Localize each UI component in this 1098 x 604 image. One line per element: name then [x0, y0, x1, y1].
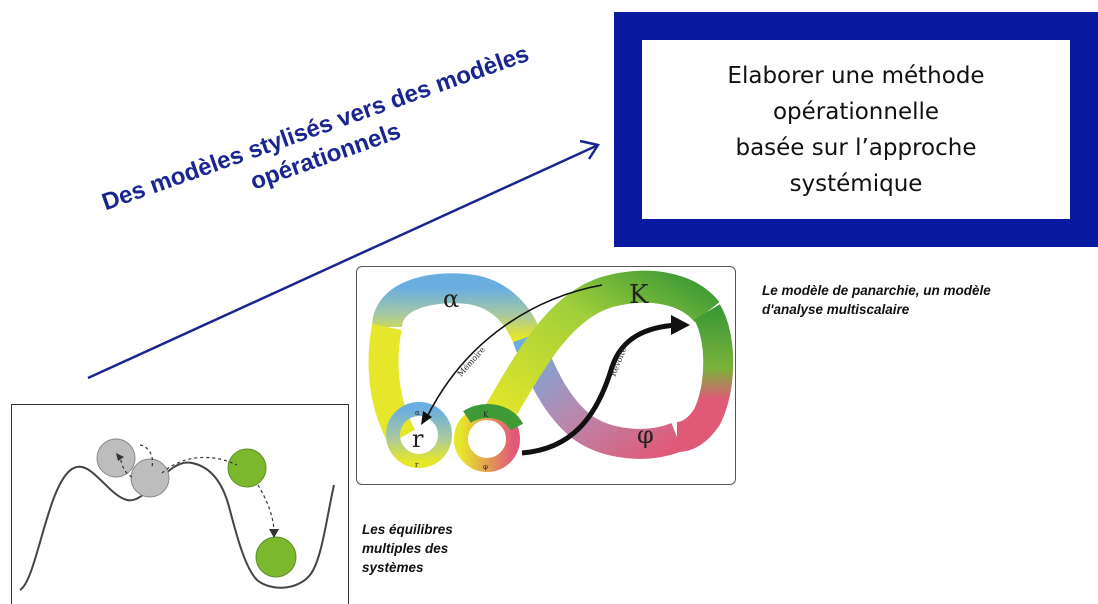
label-small-r: r [415, 461, 419, 469]
panarchy-caption: Le modèle de panarchie, un modèle d'anal… [762, 281, 991, 319]
small-loop-left [386, 402, 452, 468]
trajectory-1 [119, 456, 133, 478]
panarchy-figure: α K r φ α K r φ Mémoire Révolte [368, 270, 734, 472]
label-alpha: α [443, 285, 459, 313]
goal-line-3: basée sur l’approche [735, 134, 977, 161]
equilibria-figure [19, 438, 335, 591]
equilibria-caption: Les équilibres multiples des systèmes [362, 520, 453, 577]
goal-line-1: Elaborer une méthode [727, 62, 985, 89]
equilibria-caption-line-3: systèmes [362, 560, 424, 575]
equilibria-caption-line-1: Les équilibres [362, 522, 453, 537]
goal-text: Elaborer une méthode opérationnelle basé… [727, 58, 984, 202]
memoire-arrow-head [421, 411, 432, 425]
label-small-alpha: α [415, 409, 420, 417]
panarchy-diagram: α K r φ α K r φ Mémoire Révolte [356, 266, 736, 485]
label-r: r [412, 425, 424, 453]
goal-box: Elaborer une méthode opérationnelle basé… [614, 12, 1098, 247]
label-memoire: Mémoire [456, 345, 487, 378]
trajectory-4-head [269, 529, 279, 538]
revolte-arrow-head [671, 315, 690, 335]
ball-green-1 [227, 448, 267, 488]
landscape-curve [19, 461, 335, 591]
progress-arrow-head [579, 139, 601, 160]
revolte-arrow [521, 322, 678, 456]
panarchy-caption-line-1: Le modèle de panarchie, un modèle [762, 283, 991, 298]
ball-grey-2 [130, 458, 170, 498]
ball-grey-1 [96, 438, 136, 478]
loop-band-right [676, 304, 734, 452]
trajectory-2 [139, 444, 154, 468]
loop-band-alpha [372, 273, 541, 344]
small-loop-green [463, 404, 524, 432]
memoire-arrow [426, 284, 603, 418]
panarchy-caption-line-2: d'analyse multiscalaire [762, 302, 910, 317]
label-phi: φ [637, 421, 654, 449]
goal-line-2: opérationnelle [772, 98, 940, 125]
ball-green-2 [255, 536, 297, 578]
loop-band-k [483, 270, 720, 426]
progress-arrow-line [87, 144, 597, 380]
equilibria-diagram [11, 404, 349, 604]
trajectory-1-head [116, 453, 124, 461]
label-small-phi: φ [483, 463, 488, 471]
label-small-k: K [483, 411, 489, 419]
trajectory-3 [161, 456, 238, 474]
goal-line-4: systémique [789, 170, 923, 197]
equilibria-caption-line-2: multiples des [362, 541, 449, 556]
trajectory-4 [257, 484, 275, 534]
label-k: K [629, 280, 649, 310]
